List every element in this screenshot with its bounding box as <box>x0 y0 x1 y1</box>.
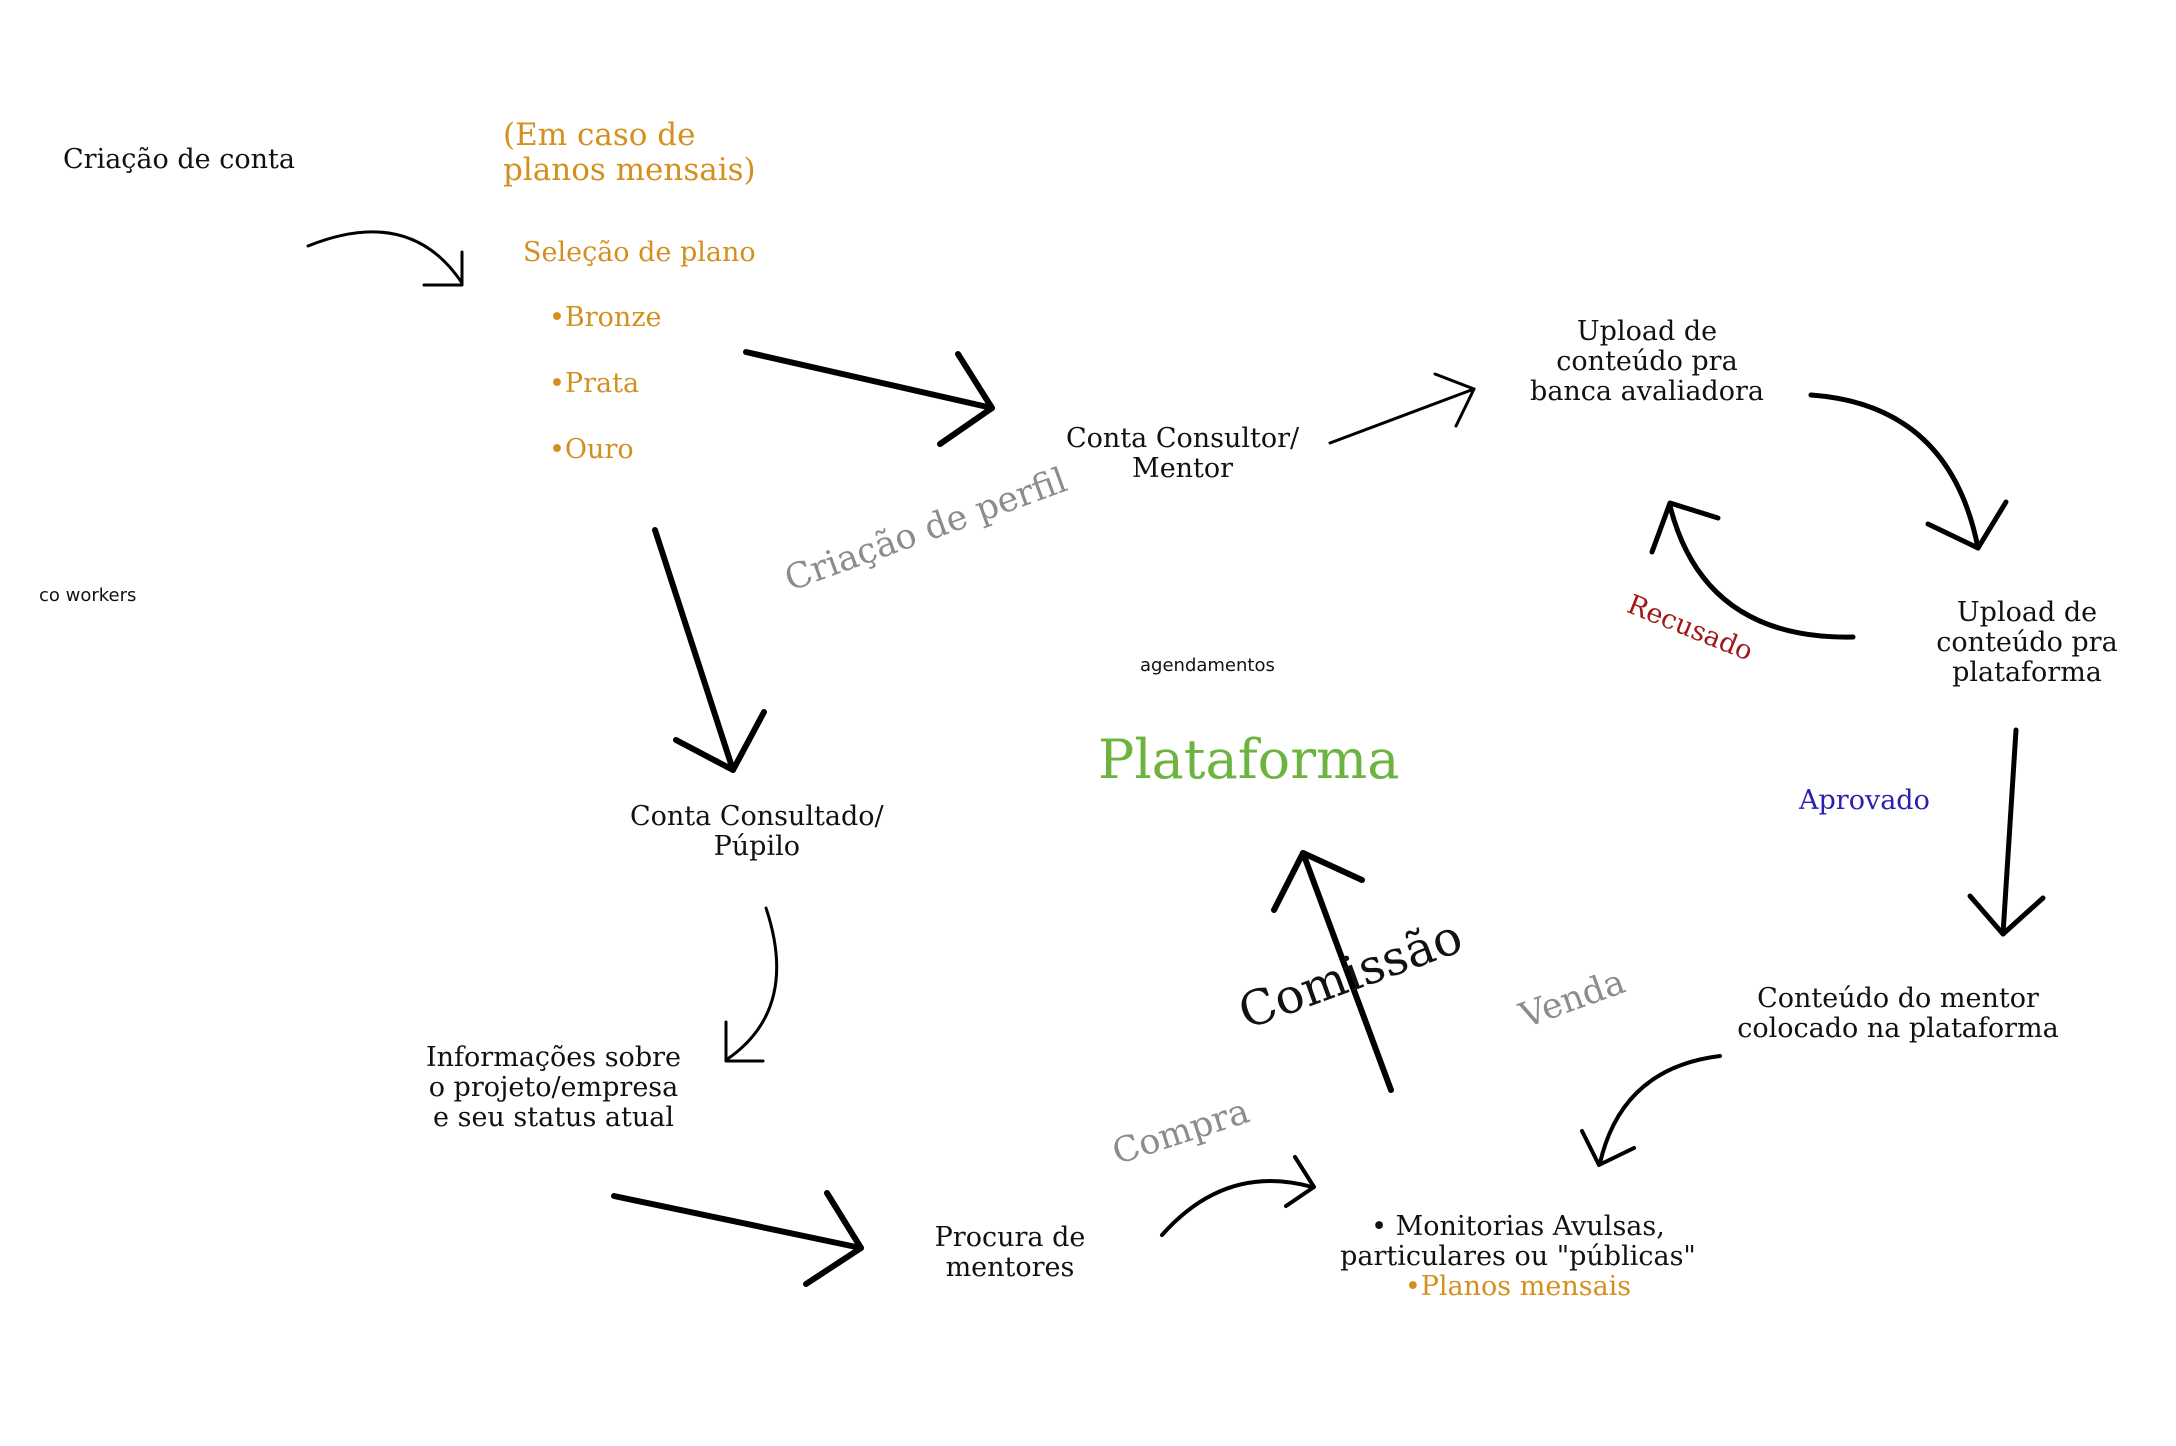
arrow-banca-to-plataforma <box>1808 392 2009 551</box>
edge-label-aprovado: Aprovado <box>1799 785 1930 816</box>
conteudo-mentor-line-1: Conteúdo do mentor <box>1757 983 2039 1014</box>
arrow-consultado-to-informacoes <box>724 906 779 1063</box>
arrow-recusado-loop <box>1649 500 1856 640</box>
node-procura-mentores: Procura de mentores <box>930 1222 1090 1284</box>
arrow-compra <box>1160 1155 1316 1237</box>
procura-line-2: mentores <box>945 1252 1075 1284</box>
upload-banca-line-3: banca avaliadora <box>1530 376 1764 408</box>
upload-banca-line-1: Upload de <box>1576 316 1718 347</box>
em-caso-line-2: planos mensais) <box>503 151 756 188</box>
node-criacao-conta: Criação de conta <box>63 144 295 175</box>
monitorias-line-2: particulares ou "públicas" <box>1340 1241 1696 1273</box>
node-monitorias: • Monitorias Avulsas, particulares ou "p… <box>1328 1211 1708 1303</box>
node-upload-banca: Upload de conteúdo pra banca avaliadora <box>1522 316 1772 408</box>
plan-ouro: •Ouro <box>549 434 634 465</box>
informacoes-line-2: o projeto/empresa <box>428 1072 679 1104</box>
plan-prata: •Prata <box>549 368 640 399</box>
plan-bronze: •Bronze <box>549 302 662 333</box>
node-conta-consultor: Conta Consultor/ Mentor <box>1066 423 1300 485</box>
informacoes-line-3: e seu status atual <box>433 1102 674 1134</box>
note-agendamentos: agendamentos <box>1140 655 1275 676</box>
note-co-workers: co workers <box>39 585 137 606</box>
arrow-informacoes-to-procura <box>611 1190 864 1287</box>
em-caso-line-1: (Em caso de <box>503 117 696 153</box>
arrow-conta-to-plano <box>306 230 464 287</box>
node-upload-plataforma: Upload de conteúdo pra plataforma <box>1917 597 2137 689</box>
arrow-aprovado <box>1967 727 2046 937</box>
upload-plataforma-line-3: plataforma <box>1952 657 2102 689</box>
arrow-plano-to-consultado <box>652 527 767 773</box>
node-plataforma: Plataforma <box>1098 728 1400 791</box>
upload-plataforma-line-1: Upload de <box>1956 597 2098 628</box>
node-em-caso-planos: (Em caso de planos mensais) <box>503 118 756 187</box>
upload-plataforma-line-2: conteúdo pra <box>1936 627 2118 659</box>
upload-banca-line-2: conteúdo pra <box>1556 346 1738 378</box>
conta-consultado-line-2: Púpilo <box>713 831 800 863</box>
conteudo-mentor-line-2: colocado na plataforma <box>1737 1013 2059 1045</box>
node-selecao-plano: Seleção de plano <box>523 237 756 268</box>
arrow-venda <box>1580 1054 1722 1167</box>
arrow-comissao <box>1271 850 1394 1093</box>
node-conta-consultado: Conta Consultado/ Púpilo <box>630 801 884 863</box>
arrow-plano-to-consultor <box>743 349 995 447</box>
conta-consultor-line-2: Mentor <box>1132 453 1234 485</box>
conta-consultado-line-1: Conta Consultado/ <box>630 801 884 832</box>
monitorias-planos-mensais: •Planos mensais <box>1404 1271 1632 1303</box>
informacoes-line-1: Informações sobre <box>426 1042 681 1073</box>
node-conteudo-mentor: Conteúdo do mentor colocado na plataform… <box>1728 983 2068 1045</box>
arrow-consultor-to-upload-banca <box>1328 372 1476 445</box>
node-informacoes: Informações sobre o projeto/empresa e se… <box>426 1042 681 1134</box>
monitorias-line-1: • Monitorias Avulsas, <box>1371 1211 1665 1242</box>
conta-consultor-line-1: Conta Consultor/ <box>1066 423 1300 454</box>
procura-line-1: Procura de <box>934 1222 1086 1253</box>
